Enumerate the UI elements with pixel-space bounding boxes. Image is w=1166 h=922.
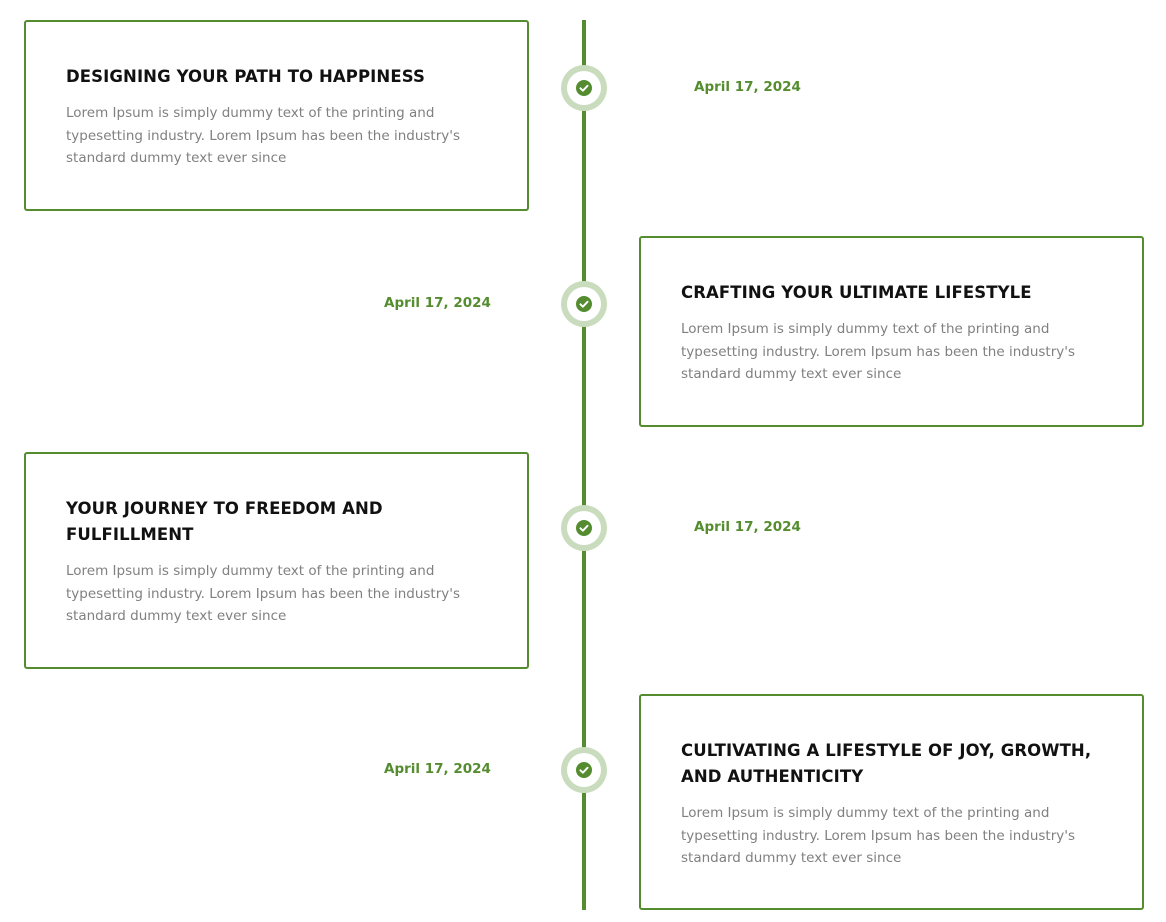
timeline-node: [561, 747, 607, 793]
card-text: Lorem Ipsum is simply dummy text of the …: [66, 105, 461, 166]
card-text: Lorem Ipsum is simply dummy text of the …: [681, 805, 1076, 866]
timeline-card: DESIGNING YOUR PATH TO HAPPINESS Lorem I…: [24, 20, 529, 211]
check-circle-icon: [576, 296, 592, 312]
check-circle-icon: [576, 520, 592, 536]
card-title: CULTIVATING A LIFESTYLE OF JOY, GROWTH, …: [681, 741, 1092, 786]
timeline-card: YOUR JOURNEY TO FREEDOM AND FULFILLMENT …: [24, 452, 529, 669]
check-circle-icon: [576, 80, 592, 96]
card-title: YOUR JOURNEY TO FREEDOM AND FULFILLMENT: [66, 499, 383, 544]
timeline-card: CRAFTING YOUR ULTIMATE LIFESTYLE Lorem I…: [639, 236, 1144, 427]
timeline-node: [561, 65, 607, 111]
timeline-node: [561, 281, 607, 327]
card-text: Lorem Ipsum is simply dummy text of the …: [681, 321, 1076, 382]
timeline-node: [561, 505, 607, 551]
timeline-date: April 17, 2024: [694, 79, 801, 95]
timeline-card: CULTIVATING A LIFESTYLE OF JOY, GROWTH, …: [639, 694, 1144, 910]
timeline-date: April 17, 2024: [384, 761, 491, 777]
timeline-date: April 17, 2024: [694, 519, 801, 535]
card-title: CRAFTING YOUR ULTIMATE LIFESTYLE: [681, 283, 1032, 302]
check-circle-icon: [576, 762, 592, 778]
timeline-line: [582, 20, 586, 910]
card-title: DESIGNING YOUR PATH TO HAPPINESS: [66, 67, 425, 86]
card-text: Lorem Ipsum is simply dummy text of the …: [66, 563, 461, 624]
timeline-date: April 17, 2024: [384, 295, 491, 311]
